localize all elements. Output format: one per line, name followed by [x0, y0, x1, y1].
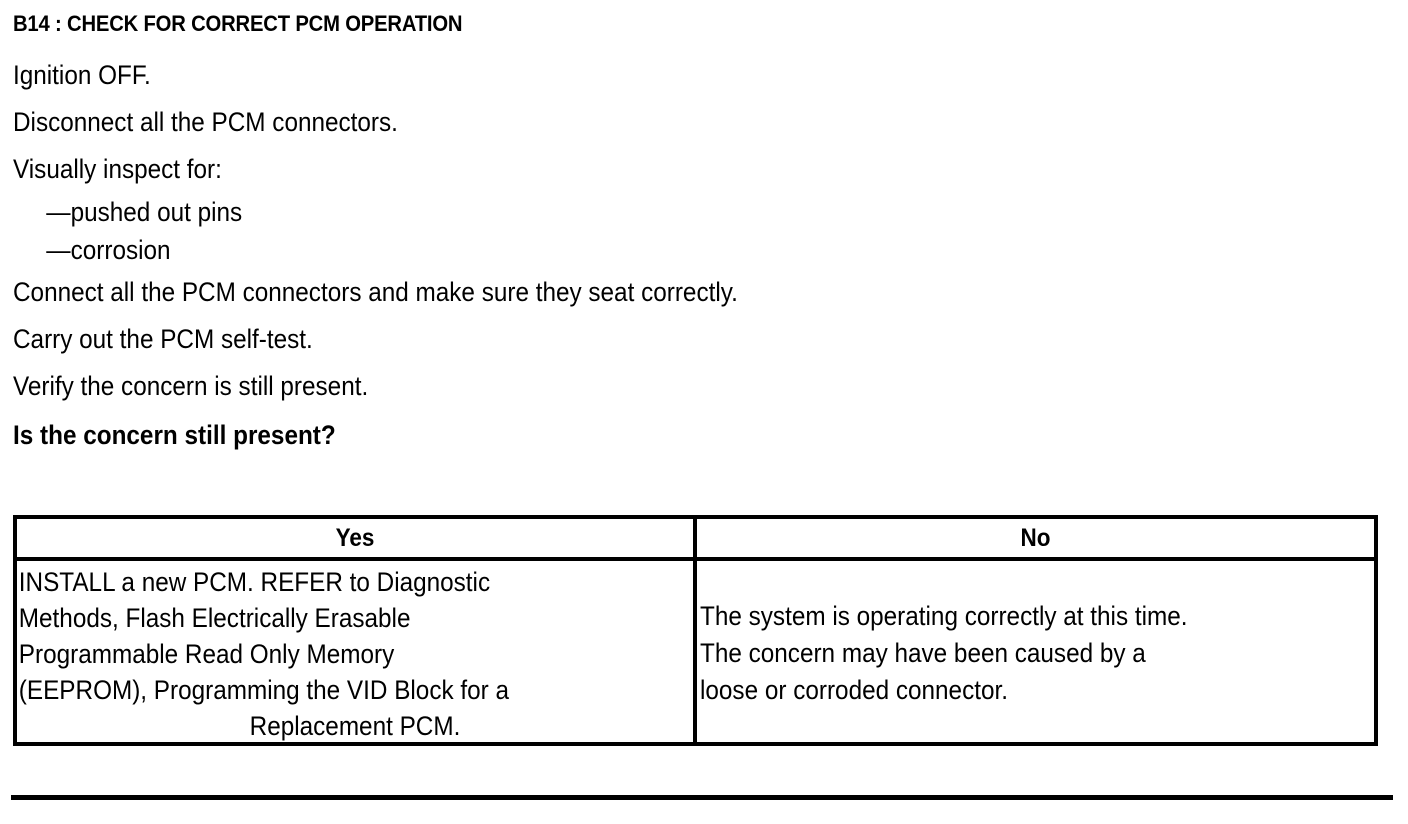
- table-header-row: Yes No: [17, 519, 1374, 561]
- instruction-line: Is the concern still present?: [13, 420, 336, 450]
- yes-action-line: (EEPROM), Programming the VID Block for …: [18, 675, 509, 705]
- instruction-line: Ignition OFF.: [13, 60, 151, 90]
- instruction-line: Connect all the PCM connectors and make …: [13, 277, 738, 307]
- decision-table: Yes No INSTALL a new PCM. REFER to Diagn…: [13, 515, 1378, 746]
- yes-action-line: INSTALL a new PCM. REFER to Diagnostic: [18, 567, 491, 597]
- table-header-cell-no: No: [693, 519, 1374, 557]
- instruction-sub-item: —corrosion: [46, 235, 171, 265]
- section-divider-rule: [11, 795, 1393, 800]
- instruction-line: Visually inspect for:: [13, 154, 222, 184]
- instruction-sub-item: —pushed out pins: [46, 197, 243, 227]
- instruction-line: Verify the concern is still present.: [13, 371, 369, 401]
- no-action-line: loose or corroded connector.: [700, 675, 1008, 705]
- instruction-list: Ignition OFF. Disconnect all the PCM conn…: [13, 52, 1403, 460]
- table-cell-no-action: The system is operating correctly at thi…: [693, 561, 1374, 746]
- no-action-line: The system is operating correctly at thi…: [700, 601, 1188, 631]
- column-header-no: No: [1020, 524, 1051, 552]
- column-header-yes: Yes: [335, 524, 375, 552]
- instruction-line: Disconnect all the PCM connectors.: [13, 107, 398, 137]
- yes-action-line: Methods, Flash Electrically Erasable: [18, 603, 411, 633]
- table-header-cell-yes: Yes: [17, 519, 693, 557]
- page-title: B14 : CHECK FOR CORRECT PCM OPERATION: [13, 11, 463, 36]
- no-action-line: The concern may have been caused by a: [700, 638, 1146, 668]
- yes-action-line: Programmable Read Only Memory: [18, 639, 395, 669]
- instruction-line: Carry out the PCM self-test.: [13, 324, 313, 354]
- yes-action-line: Replacement PCM.: [249, 711, 461, 741]
- no-action-text: The system is operating correctly at thi…: [697, 561, 1374, 746]
